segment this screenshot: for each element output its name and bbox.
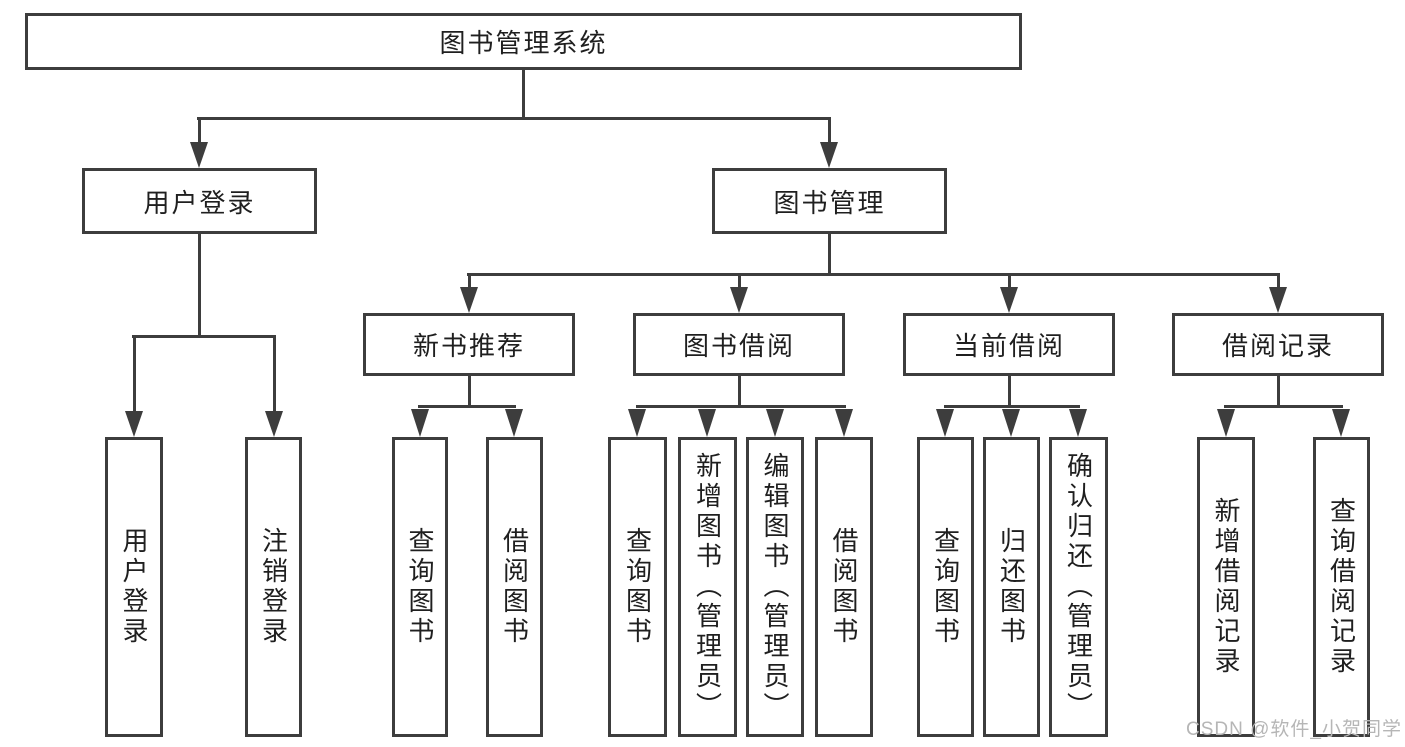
connector-login-hline (132, 335, 276, 338)
leaf-cb-return-books: 归还图书 (983, 437, 1040, 737)
node-book-management-label: 图书管理 (773, 187, 886, 218)
connector-mgmt-vline (828, 234, 831, 276)
leaf-bb-query-books-label: 查询图书 (622, 527, 653, 647)
arrow-to-cb-confirm (1069, 409, 1087, 437)
leaf-user-login: 用户登录 (105, 437, 163, 737)
connector-borrowing-stub (737, 276, 741, 289)
arrow-to-new-book-recommend (460, 287, 478, 313)
connector-g3-hline (636, 405, 846, 408)
arrow-to-br-add (1217, 409, 1235, 437)
connector-login-vline (198, 234, 201, 338)
arrow-to-bb-add (698, 409, 716, 437)
node-current-borrowing: 当前借阅 (903, 313, 1115, 376)
connector-root-vline (522, 70, 525, 120)
connector-g4-vline (1007, 376, 1011, 408)
leaf-nb-query-books: 查询图书 (392, 437, 448, 737)
node-library-system: 图书管理系统 (25, 13, 1022, 70)
connector-newbook-stub (467, 276, 471, 289)
node-book-management: 图书管理 (712, 168, 947, 234)
connector-current-stub (1007, 276, 1011, 289)
arrow-to-leaf-user-login (125, 411, 143, 437)
arrow-to-bb-edit (766, 409, 784, 437)
arrow-to-user-login (190, 142, 208, 168)
arrow-to-bb-borrow (835, 409, 853, 437)
leaf-br-add-record-label: 新增借阅记录 (1211, 497, 1241, 677)
node-user-login-branch: 用户登录 (82, 168, 317, 234)
node-library-system-label: 图书管理系统 (439, 28, 608, 58)
leaf-user-login-label: 用户登录 (119, 527, 149, 647)
leaf-bb-edit-books-admin-label: 编辑图书（管理员） (760, 452, 790, 722)
leaf-nb-query-books-label: 查询图书 (405, 527, 435, 647)
leaf-cb-confirm-return-admin-label: 确认归还（管理员） (1063, 452, 1094, 722)
leaf-cb-return-books-label: 归还图书 (996, 527, 1027, 647)
connector-g2-hline (418, 405, 516, 408)
arrow-to-nb-query (411, 409, 429, 437)
arrow-to-current-borrowing (1000, 287, 1018, 313)
node-borrowing-records: 借阅记录 (1172, 313, 1384, 376)
leaf-cb-query-books-label: 查询图书 (930, 527, 961, 647)
node-new-book-recommend: 新书推荐 (363, 313, 575, 376)
leaf-logout-label: 注销登录 (258, 527, 289, 647)
arrow-to-book-management (820, 142, 838, 168)
arrow-to-borrowing-records (1269, 287, 1287, 313)
leaf-bb-edit-books-admin: 编辑图书（管理员） (746, 437, 804, 737)
arrow-to-leaf-logout (265, 411, 283, 437)
connector-book-mgmt-stub (827, 117, 831, 144)
node-new-book-recommend-label: 新书推荐 (412, 331, 525, 361)
leaf-bb-borrow-books: 借阅图书 (815, 437, 873, 737)
connector-g4-hline (944, 405, 1080, 408)
leaf-cb-confirm-return-admin: 确认归还（管理员） (1049, 437, 1108, 737)
leaf-bb-add-books-admin-label: 新增图书（管理员） (692, 452, 723, 722)
node-borrowing-records-label: 借阅记录 (1221, 331, 1334, 361)
connector-login-stub-right (272, 335, 276, 413)
leaf-bb-add-books-admin: 新增图书（管理员） (678, 437, 737, 737)
watermark-text: CSDN @软件_小贺同学 (1186, 719, 1402, 740)
leaf-br-query-record: 查询借阅记录 (1313, 437, 1370, 737)
node-user-login-label: 用户登录 (143, 187, 256, 218)
node-book-borrowing-label: 图书借阅 (682, 331, 795, 361)
node-book-borrowing: 图书借阅 (633, 313, 845, 376)
arrow-to-br-query (1332, 409, 1350, 437)
node-current-borrowing-label: 当前借阅 (952, 331, 1065, 361)
arrow-to-cb-return (1002, 409, 1020, 437)
arrow-to-book-borrowing (730, 287, 748, 313)
leaf-nb-borrow-books: 借阅图书 (486, 437, 543, 737)
connector-g5-vline (1276, 376, 1280, 408)
arrow-to-nb-borrow (505, 409, 523, 437)
connector-login-stub-left (132, 335, 136, 413)
arrow-to-cb-query (936, 409, 954, 437)
connector-mgmt-hline (467, 273, 1280, 276)
connector-g2-vline (467, 376, 471, 408)
connector-g3-vline (737, 376, 741, 408)
connector-user-login-stub (197, 117, 201, 144)
leaf-br-add-record: 新增借阅记录 (1197, 437, 1255, 737)
leaf-cb-query-books: 查询图书 (917, 437, 974, 737)
connector-root-hline (197, 117, 831, 120)
leaf-br-query-record-label: 查询借阅记录 (1326, 497, 1357, 677)
connector-g5-hline (1224, 405, 1343, 408)
leaf-bb-query-books: 查询图书 (608, 437, 667, 737)
leaf-bb-borrow-books-label: 借阅图书 (829, 527, 859, 647)
connector-records-stub (1276, 276, 1280, 289)
leaf-logout: 注销登录 (245, 437, 302, 737)
leaf-nb-borrow-books-label: 借阅图书 (499, 527, 530, 647)
arrow-to-bb-query (628, 409, 646, 437)
